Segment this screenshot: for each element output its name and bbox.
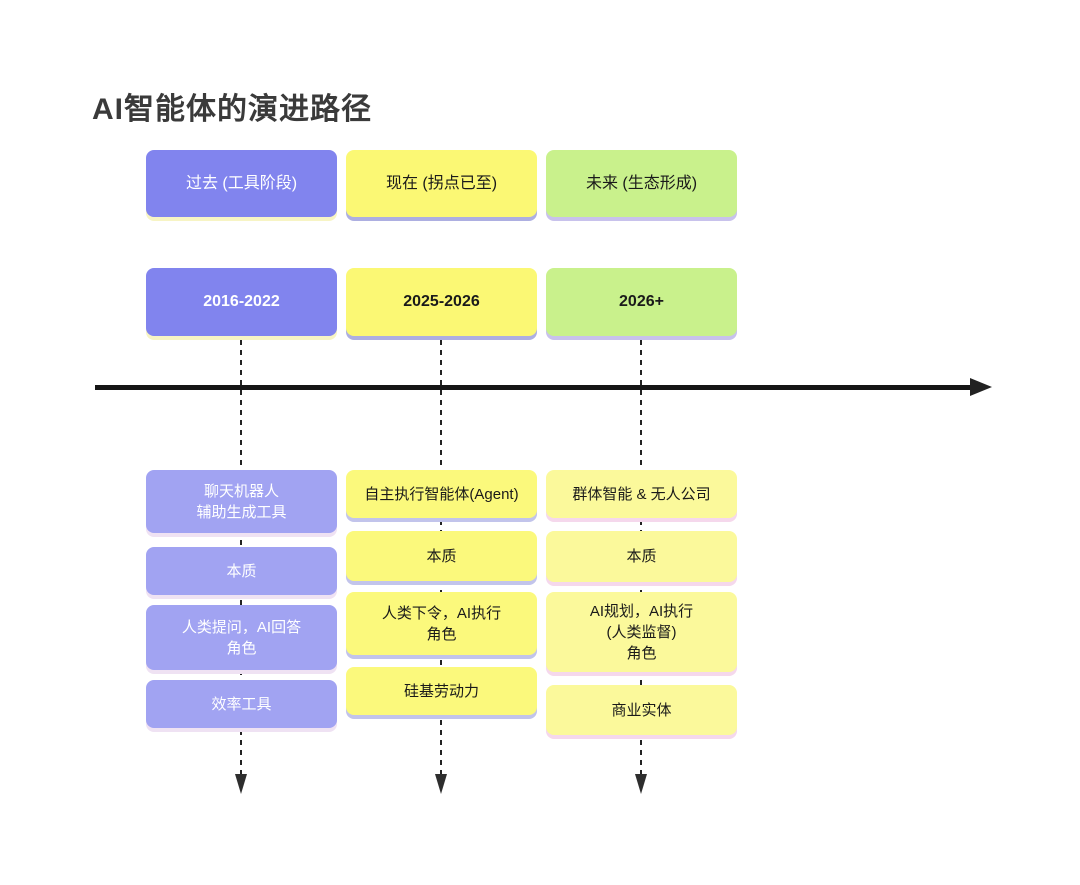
stage-item-label: 自主执行智能体(Agent) [364,485,519,503]
stage-item-box: AI规划，AI执行 (人类监督) 角色 [546,592,737,672]
stage-item-label: 本质 [626,548,657,565]
stage-header-box: 未来 (生态形成) [546,150,737,217]
stage-item-label: AI规划，AI执行 (人类监督) 角色 [589,602,694,662]
stage-header-label: 未来 (生态形成) [585,174,698,192]
stage-period-box: 2026+ [546,268,737,336]
stage-item-label: 本质 [226,562,257,580]
stage-item-box: 本质 [546,531,737,582]
stage-item-box: 自主执行智能体(Agent) [346,470,537,518]
down-arrow-icon [435,774,447,794]
stage-item-label: 硅基劳动力 [403,682,479,700]
stage-item-box: 本质 [146,547,337,595]
stage-column-past: 过去 (工具阶段) 2016-2022 聊天机器人 辅助生成工具 本质 人类提问… [146,0,337,885]
stage-item-box: 商业实体 [546,685,737,735]
stage-period-label: 2026+ [619,293,664,310]
stage-item-box: 效率工具 [146,680,337,728]
stage-item-label: 人类下令，AI执行 角色 [381,604,502,643]
timeline-axis [95,378,992,396]
page-title: AI智能体的演进路径 [92,93,372,126]
stage-item-box: 人类提问，AI回答 角色 [146,605,337,670]
stage-period-box: 2016-2022 [146,268,337,336]
stage-column-future: 未来 (生态形成) 2026+ 群体智能 & 无人公司 本质 AI规划，AI执行… [546,0,737,885]
stage-header-label: 现在 (拐点已至) [385,174,498,192]
stage-item-label: 人类提问，AI回答 角色 [181,618,302,657]
stage-item-box: 硅基劳动力 [346,667,537,715]
down-arrow-icon [235,774,247,794]
stage-period-box: 2025-2026 [346,268,537,336]
stage-item-label: 效率工具 [211,695,272,713]
stage-header-box: 现在 (拐点已至) [346,150,537,217]
stage-item-box: 群体智能 & 无人公司 [546,470,737,518]
stage-item-label: 本质 [426,547,457,565]
right-arrow-icon [970,378,992,396]
stage-item-label: 群体智能 & 无人公司 [572,485,711,503]
stage-item-label: 商业实体 [611,701,672,719]
stage-item-label: 聊天机器人 辅助生成工具 [196,482,287,521]
stage-item-box: 本质 [346,531,537,581]
stage-header-label: 过去 (工具阶段) [185,174,298,192]
down-arrow-icon [635,774,647,794]
stage-column-present: 现在 (拐点已至) 2025-2026 自主执行智能体(Agent) 本质 人类… [346,0,537,885]
stage-period-label: 2016-2022 [203,293,280,310]
stage-item-box: 聊天机器人 辅助生成工具 [146,470,337,533]
stage-item-box: 人类下令，AI执行 角色 [346,592,537,655]
stage-period-label: 2025-2026 [403,293,480,310]
stage-header-box: 过去 (工具阶段) [146,150,337,217]
